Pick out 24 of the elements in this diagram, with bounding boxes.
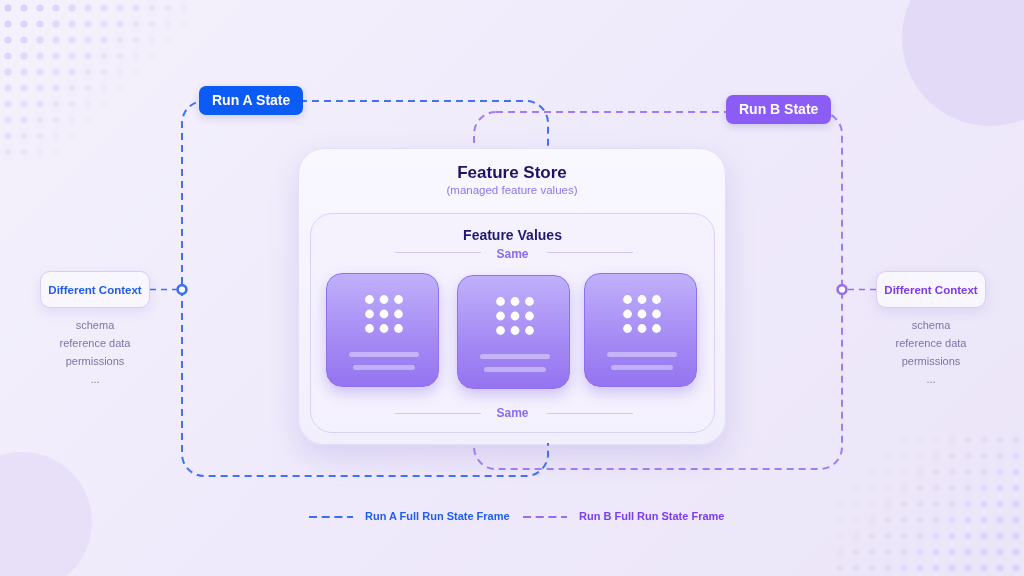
context-item: reference data: [59, 337, 131, 351]
dashed-connector: [836, 283, 877, 296]
context-item: reference data: [895, 337, 967, 351]
feature-tile: [584, 273, 697, 387]
state-badge: Run A State: [199, 86, 304, 115]
legend-label: Run B Full Run State Frame: [579, 510, 725, 524]
context-card: Different Context: [876, 271, 986, 308]
context-item: ...: [926, 373, 936, 387]
context-item: permissions: [65, 355, 125, 369]
same-label: Same: [496, 247, 529, 262]
context-item: schema: [75, 319, 115, 333]
feature-tile: [457, 275, 570, 389]
card-title: Feature Store: [457, 163, 567, 184]
context-card: Different Context: [40, 271, 150, 308]
dashed-connector: [149, 283, 188, 296]
context-item: permissions: [901, 355, 961, 369]
panel-title: Feature Values: [463, 227, 562, 244]
state-badge: Run B State: [726, 95, 832, 124]
context-item: schema: [911, 319, 951, 333]
legend-label: Run A Full Run State Frame: [365, 510, 510, 524]
feature-tile: [326, 273, 439, 387]
card-subtitle: (managed feature values): [446, 184, 578, 198]
context-item: ...: [90, 373, 100, 387]
same-label: Same: [496, 406, 529, 421]
